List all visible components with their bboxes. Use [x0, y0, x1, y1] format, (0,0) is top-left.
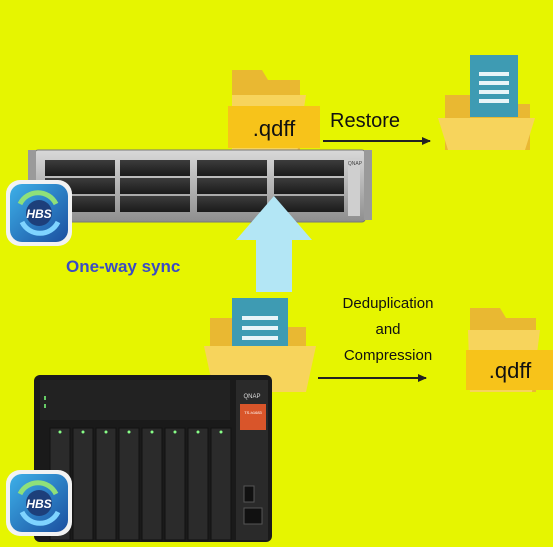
qdff-tag-top: .qdff [228, 106, 320, 148]
tower-brand-label: QNAP [243, 394, 260, 400]
qdff-tag-top-label: .qdff [253, 116, 296, 141]
tower-model-label: TS-h1683 [244, 410, 262, 415]
dedup-line2: and [375, 321, 400, 338]
dedup-compression-label: Deduplication and Compression [343, 295, 434, 364]
restored-document-folder-icon [438, 55, 535, 150]
rack-brand-label: QNAP [348, 161, 363, 167]
tower-nas-device: QNAP TS-h1683 [34, 375, 272, 542]
hbs-app-icon-top: HBS [6, 180, 72, 246]
dedup-line1: Deduplication [343, 295, 434, 312]
hbs-top-label: HBS [26, 207, 51, 221]
dedup-line3: Compression [344, 347, 432, 364]
qdff-tag-bottom-label: .qdff [489, 358, 532, 383]
hbs-app-icon-bottom: HBS [6, 470, 72, 536]
one-way-sync-arrow [236, 196, 312, 292]
rack-nas-device: QNAP [28, 149, 372, 223]
qdff-tag-bottom: .qdff [466, 350, 553, 390]
one-way-sync-label: One-way sync [66, 257, 180, 276]
hbs-bottom-label: HBS [26, 497, 51, 511]
restore-label: Restore [330, 110, 400, 132]
